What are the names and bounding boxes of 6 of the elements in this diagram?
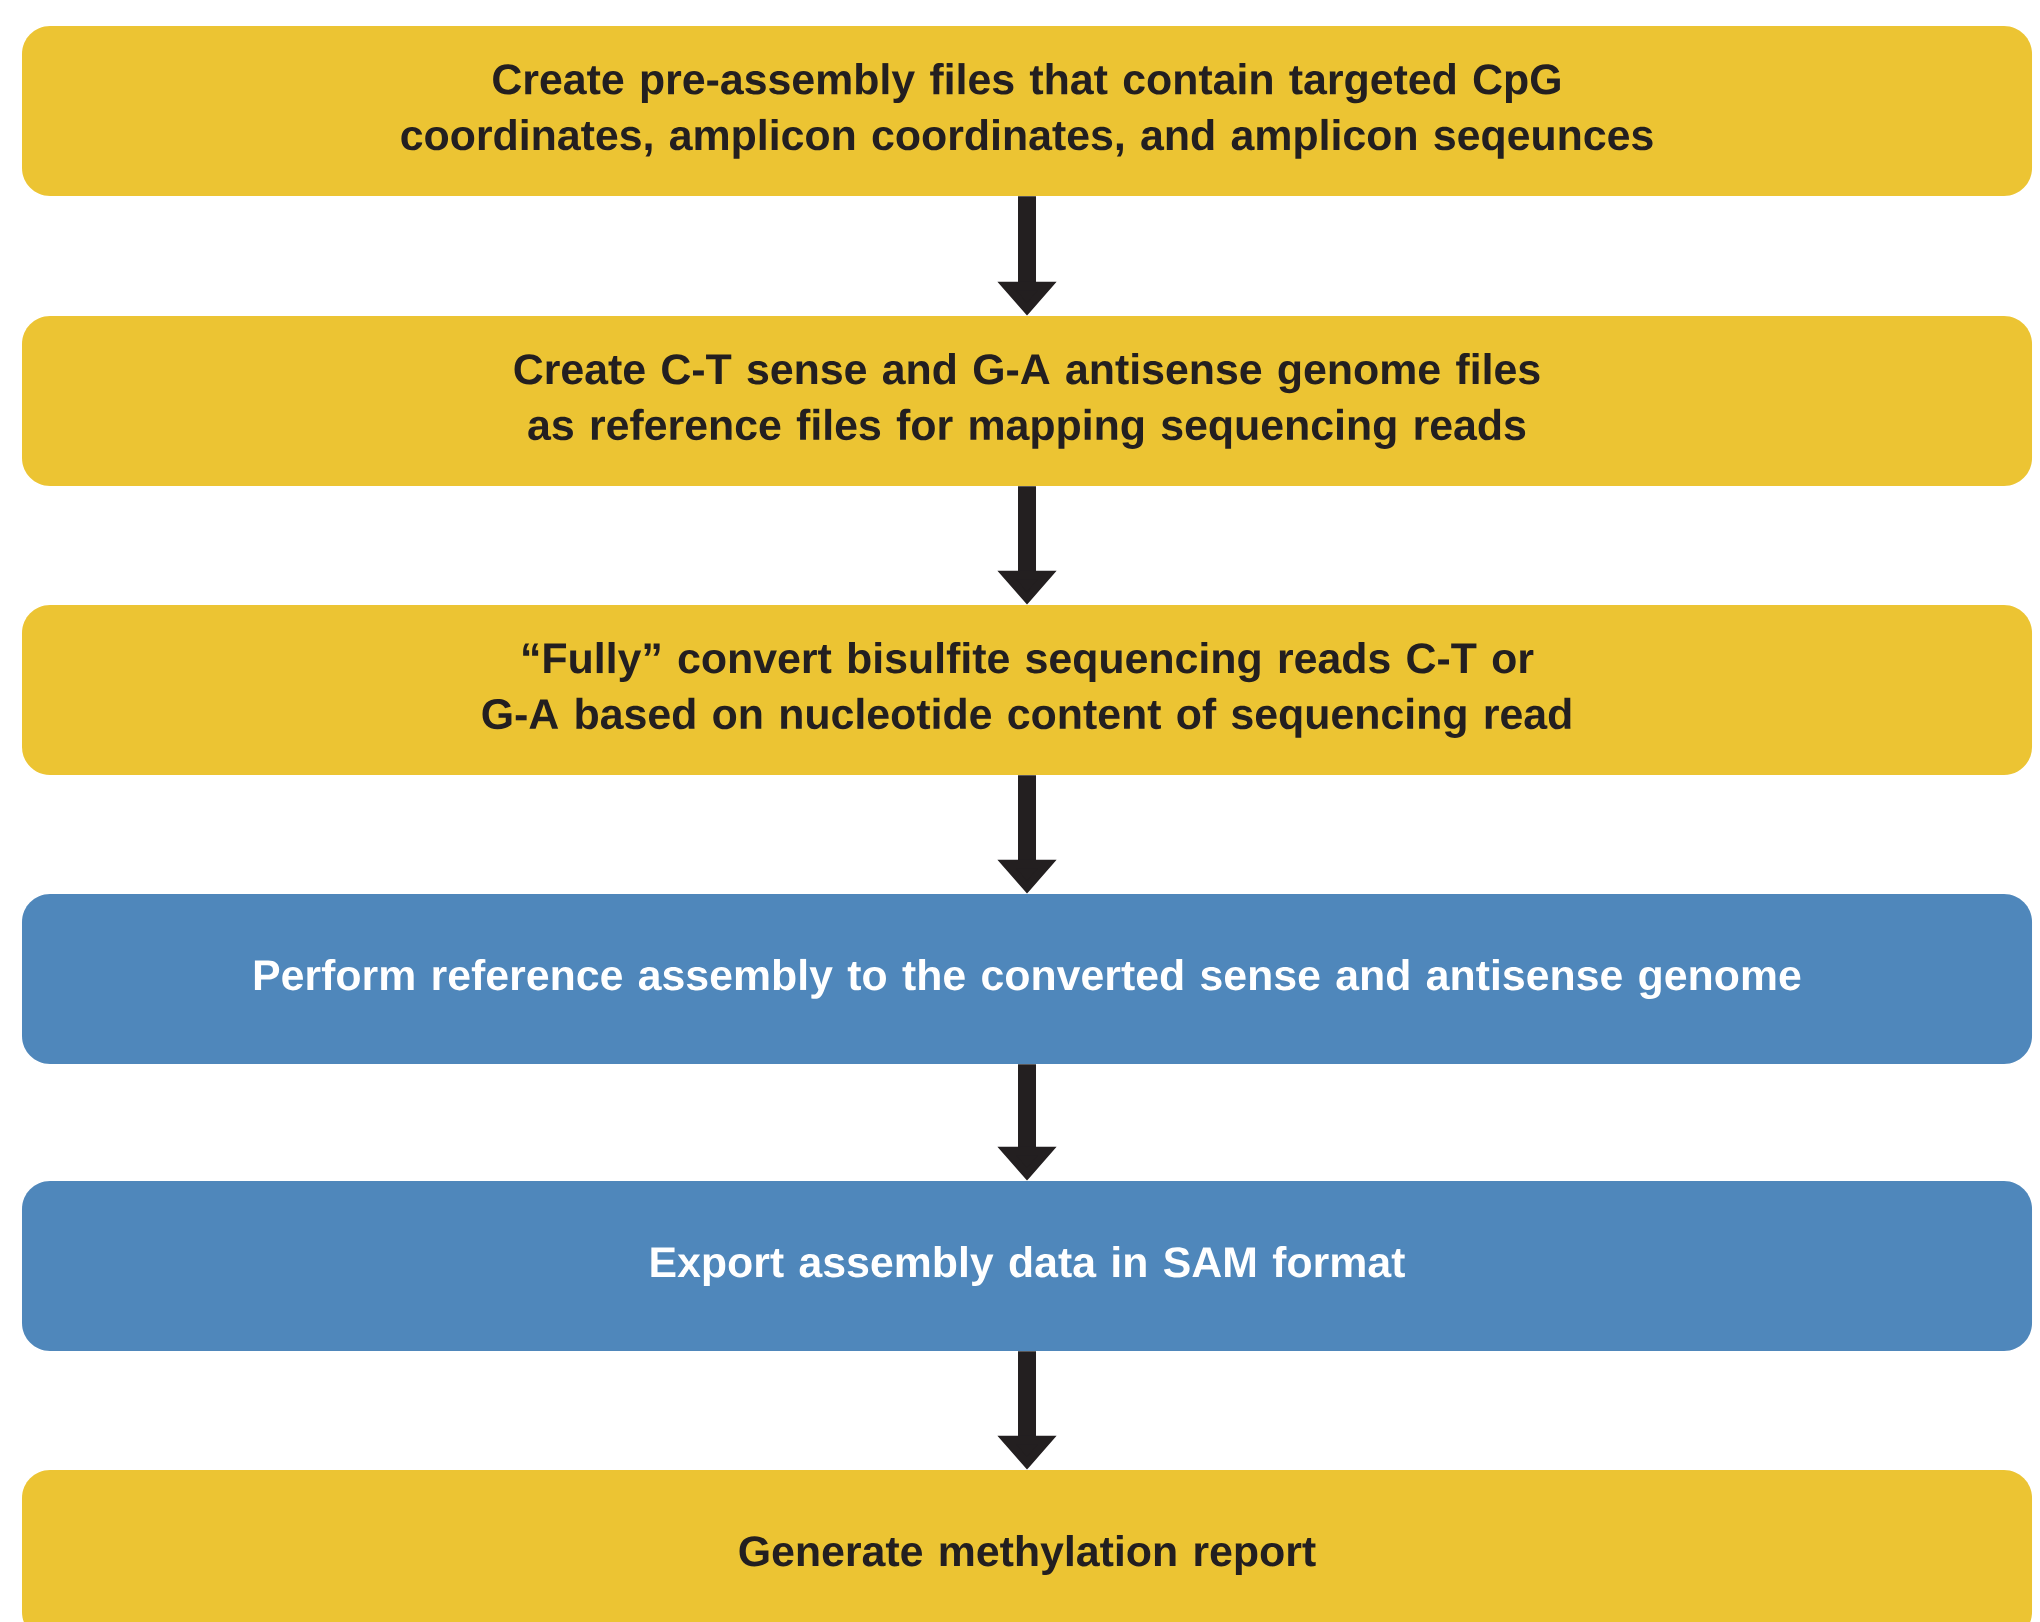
process-box: Create pre-assembly files that contain targeted CpG coordinates, amplicon coordinates, and amplicon seqeunces <box>22 26 2033 196</box>
process-box: “Fully” convert bisulfite sequencing reads C-T or G-A based on nucleotide content of sequencing read <box>22 605 2033 775</box>
process-box: Export assembly data in SAM format <box>22 1181 2033 1351</box>
process-box: Generate methylation report <box>22 1470 2033 1622</box>
process-box: Create C-T sense and G-A antisense genome files as reference files for mapping sequencing reads <box>22 316 2033 486</box>
process-box: Perform reference assembly to the converted sense and antisense genome <box>22 894 2033 1064</box>
